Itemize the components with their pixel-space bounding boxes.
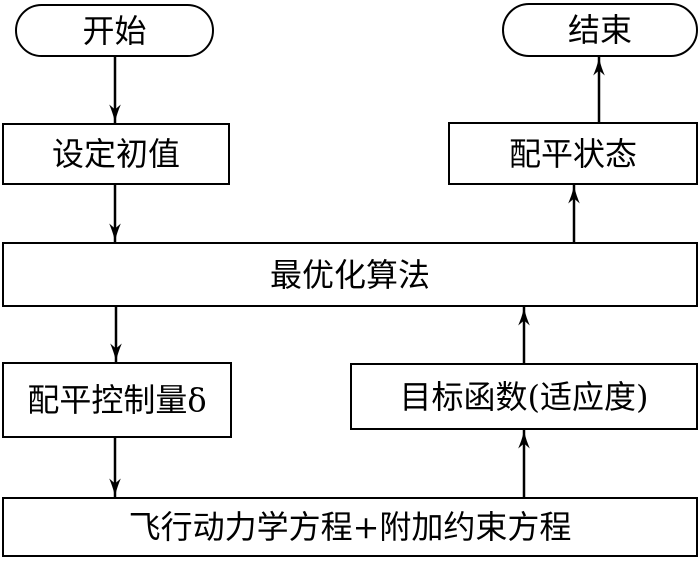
node-flight-dynamics-equations: 飞行动力学方程+附加约束方程 [2,497,698,557]
node-end-label: 结束 [567,11,632,49]
node-optimization-algorithm: 最优化算法 [2,242,698,307]
node-optimization-algorithm-label: 最优化算法 [269,255,430,294]
node-set-initial-label: 设定初值 [51,135,180,173]
node-objective-function: 目标函数(适应度) [350,363,698,430]
node-flight-dynamics-equations-label: 飞行动力学方程+附加约束方程 [128,508,572,546]
node-start-label: 开始 [82,11,147,50]
node-end-terminator: 结束 [502,3,698,57]
node-trim-control-variable-label: 配平控制量δ [27,381,207,419]
node-set-initial: 设定初值 [2,123,230,185]
node-objective-function-label: 目标函数(适应度) [399,377,649,416]
node-start-terminator: 开始 [15,4,214,57]
node-trim-control-variable: 配平控制量δ [2,362,232,438]
node-trim-state-label: 配平状态 [508,134,637,173]
node-trim-state: 配平状态 [448,122,698,185]
